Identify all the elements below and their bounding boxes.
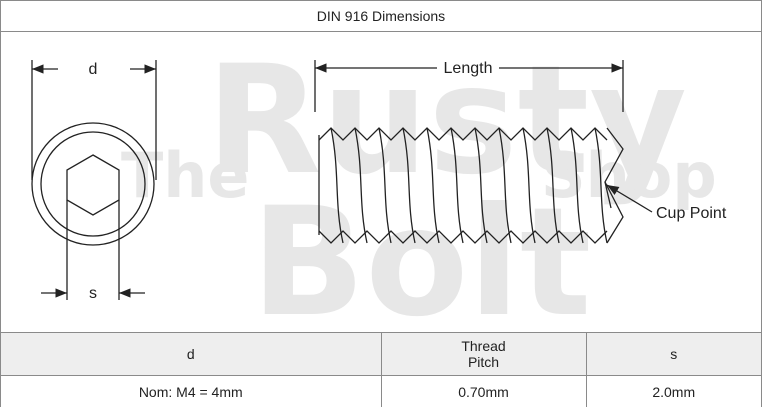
cup-point-label: Cup Point (656, 205, 727, 222)
thread-crest-line (546, 127, 560, 244)
table-row: Nom: M4 = 4mm 0.70mm 2.0mm (1, 375, 761, 407)
thread-crest-line (426, 127, 440, 244)
watermark-text-shop: Shop (541, 139, 717, 212)
thread-top-edge (318, 127, 608, 141)
outer-circle (31, 122, 155, 246)
thread-body (318, 127, 608, 244)
technical-drawing: The Rusty Shop Bolt d s (31, 34, 727, 332)
thread-bottom-edge (318, 230, 608, 244)
thread-crest-line (474, 127, 488, 244)
s-label: s (89, 285, 97, 302)
hex-socket (66, 154, 120, 216)
cell-d-value: Nom: M4 = 4mm (1, 375, 381, 407)
cell-s-value: 2.0mm (585, 375, 761, 407)
watermark-logo: The Rusty Shop Bolt (121, 34, 717, 332)
thread-crest-line (402, 127, 416, 244)
thread-crest-line (450, 127, 464, 244)
thread-crest-line (354, 127, 368, 244)
thread-crest-line (378, 127, 392, 244)
thread-crest-line (570, 127, 584, 244)
header-d: d (1, 332, 381, 376)
side-view (314, 60, 653, 244)
watermark-text-bolt: Bolt (251, 176, 592, 332)
thread-crest-line (498, 127, 512, 244)
end-view (31, 60, 157, 300)
length-label: Length (444, 60, 493, 77)
cell-thread-pitch-value: 0.70mm (380, 375, 586, 407)
cup-point-leader (606, 184, 653, 213)
inner-circle (40, 131, 146, 237)
thread-crest-line (522, 127, 536, 244)
thread-crest-line (330, 127, 344, 244)
diagram-title: DIN 916 Dimensions (1, 1, 761, 32)
d-label: d (89, 61, 98, 78)
header-s: s (585, 332, 761, 376)
thread-crest-line (594, 127, 608, 244)
